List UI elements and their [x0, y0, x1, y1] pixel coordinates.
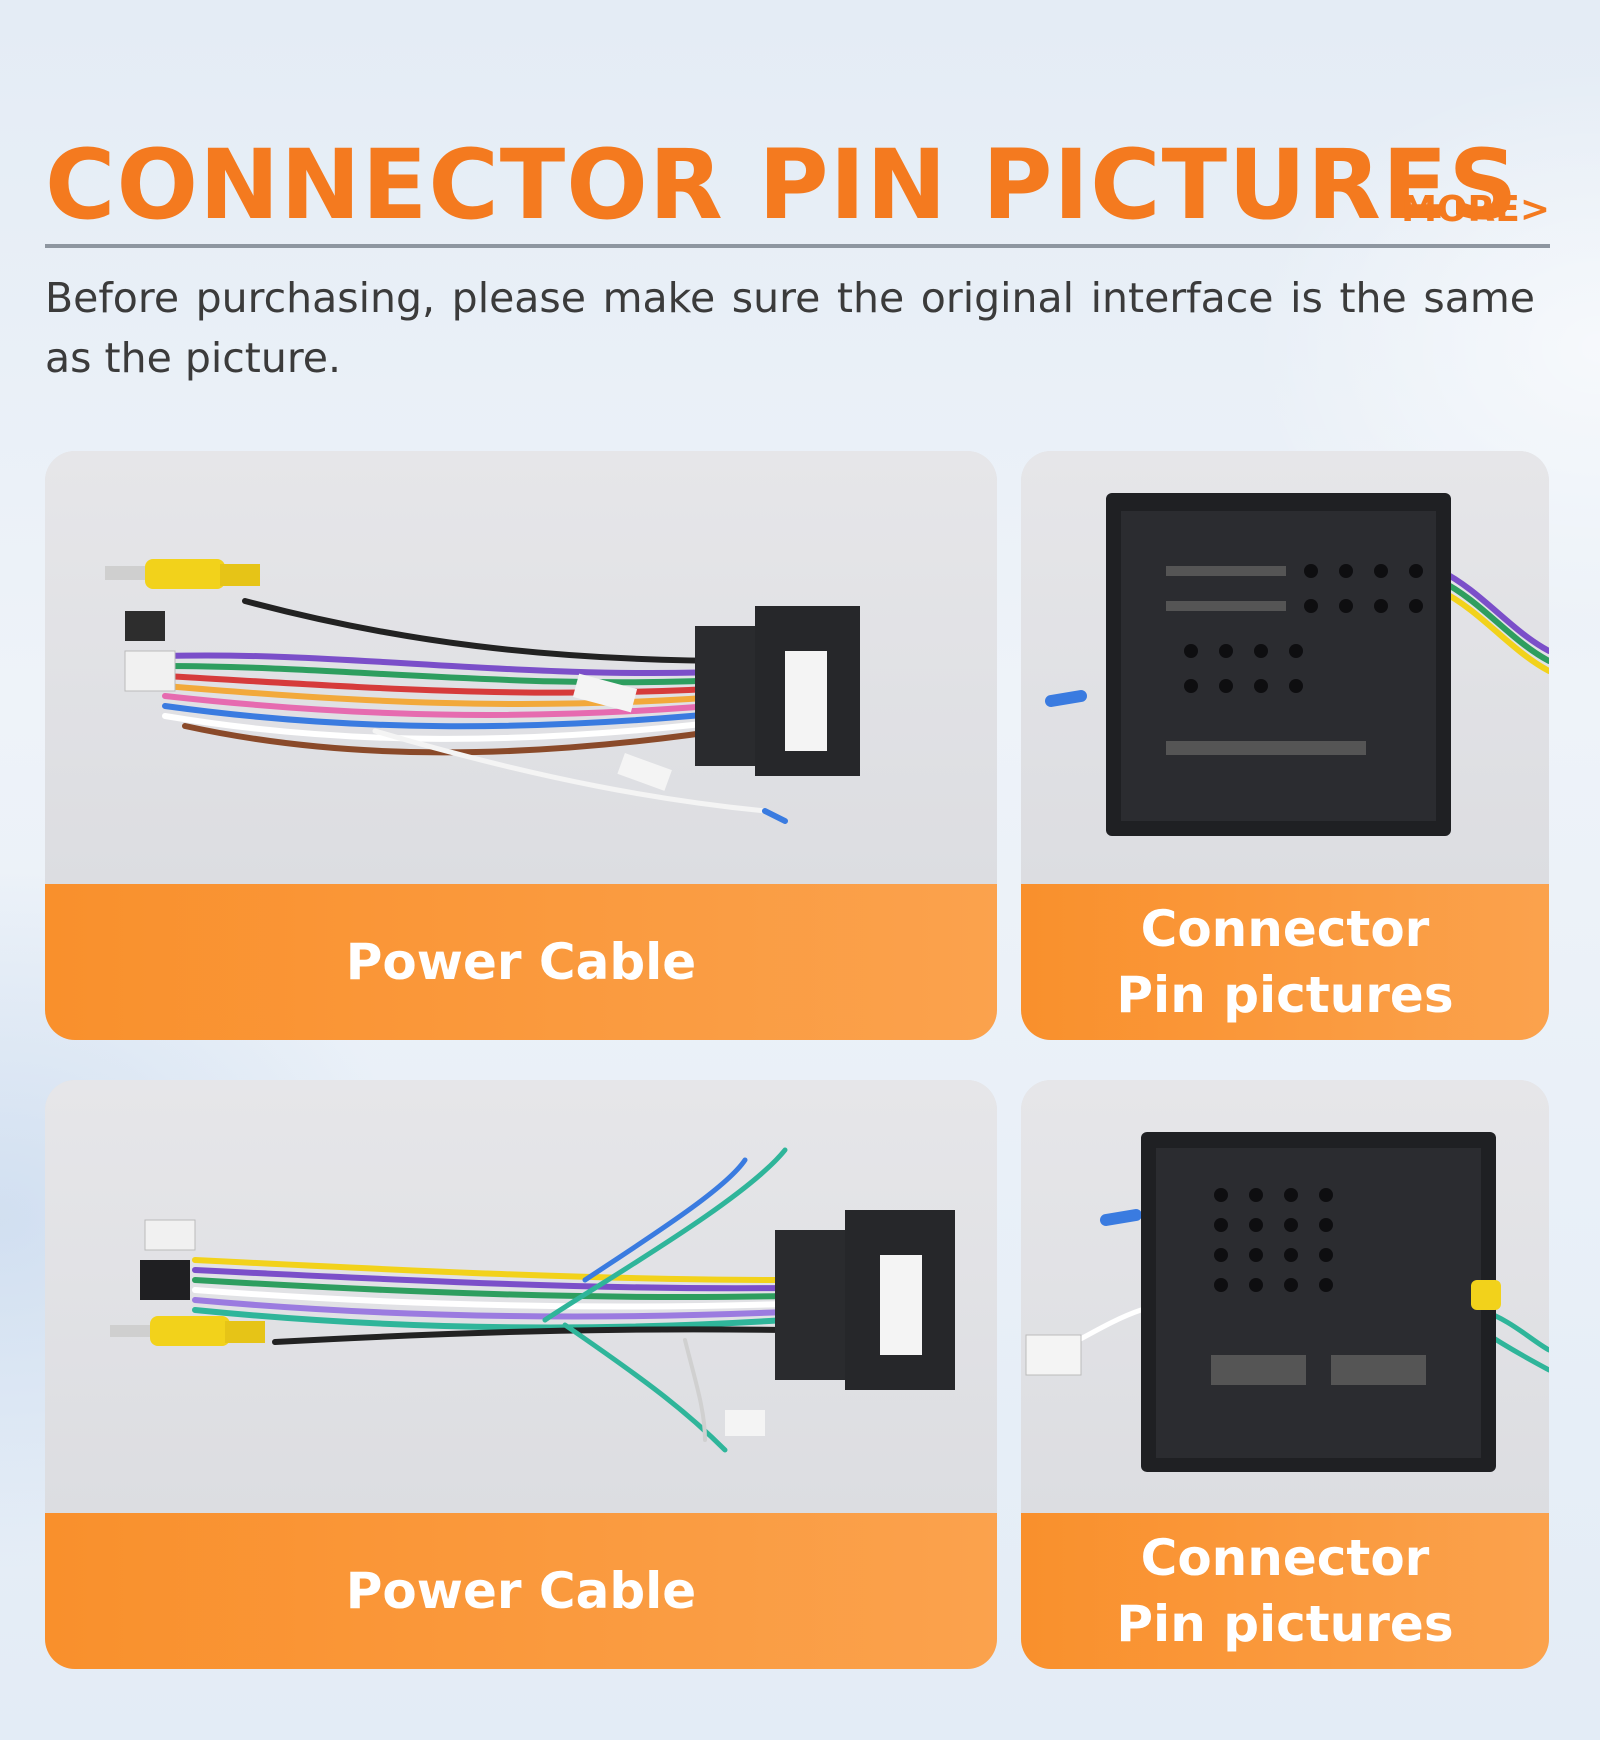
- power-cable-photo: [45, 1080, 997, 1513]
- section-header: CONNECTOR PIN PICTURES MORE>: [45, 130, 1550, 248]
- card-label: Connector Pin pictures: [1116, 900, 1454, 1024]
- power-cable-card-1: Power Cable: [45, 451, 997, 1040]
- connector-pin-photo: [1021, 451, 1549, 884]
- card-label: Connector Pin pictures: [1116, 1529, 1454, 1653]
- connector-pin-photo: [1021, 1080, 1549, 1513]
- card-label: Power Cable: [345, 1562, 697, 1620]
- power-cable-card-2: Power Cable: [45, 1080, 997, 1669]
- page-title: CONNECTOR PIN PICTURES: [45, 129, 1519, 241]
- power-cable-photo: [45, 451, 997, 884]
- connector-pin-card-1: Connector Pin pictures: [1021, 451, 1549, 1040]
- label-bar: Power Cable: [45, 884, 997, 1040]
- label-bar: Connector Pin pictures: [1021, 884, 1549, 1040]
- connector-pin-card-2: Connector Pin pictures: [1021, 1080, 1549, 1669]
- purchase-notice: Before purchasing, please make sure the …: [45, 274, 1535, 382]
- label-bar: Power Cable: [45, 1513, 997, 1669]
- label-bar: Connector Pin pictures: [1021, 1513, 1549, 1669]
- more-link[interactable]: MORE>: [1401, 189, 1550, 230]
- card-label: Power Cable: [345, 933, 697, 991]
